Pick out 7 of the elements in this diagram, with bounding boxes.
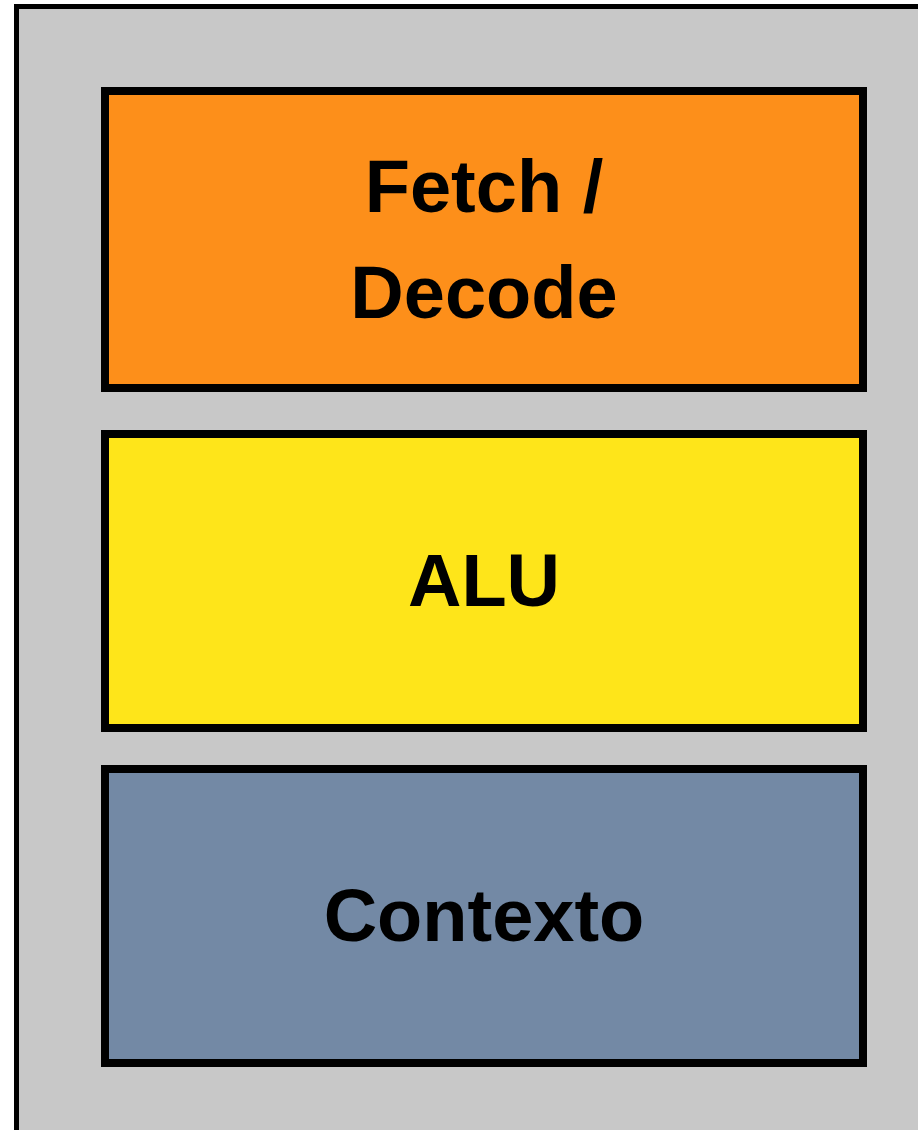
box-label: Fetch / Decode	[349, 144, 619, 336]
panel-background	[14, 4, 918, 1130]
box-label: ALU	[407, 538, 561, 625]
process-box	[101, 87, 867, 392]
box-label: Contexto	[323, 873, 645, 960]
process-box	[101, 765, 867, 1067]
process-box	[101, 430, 867, 732]
